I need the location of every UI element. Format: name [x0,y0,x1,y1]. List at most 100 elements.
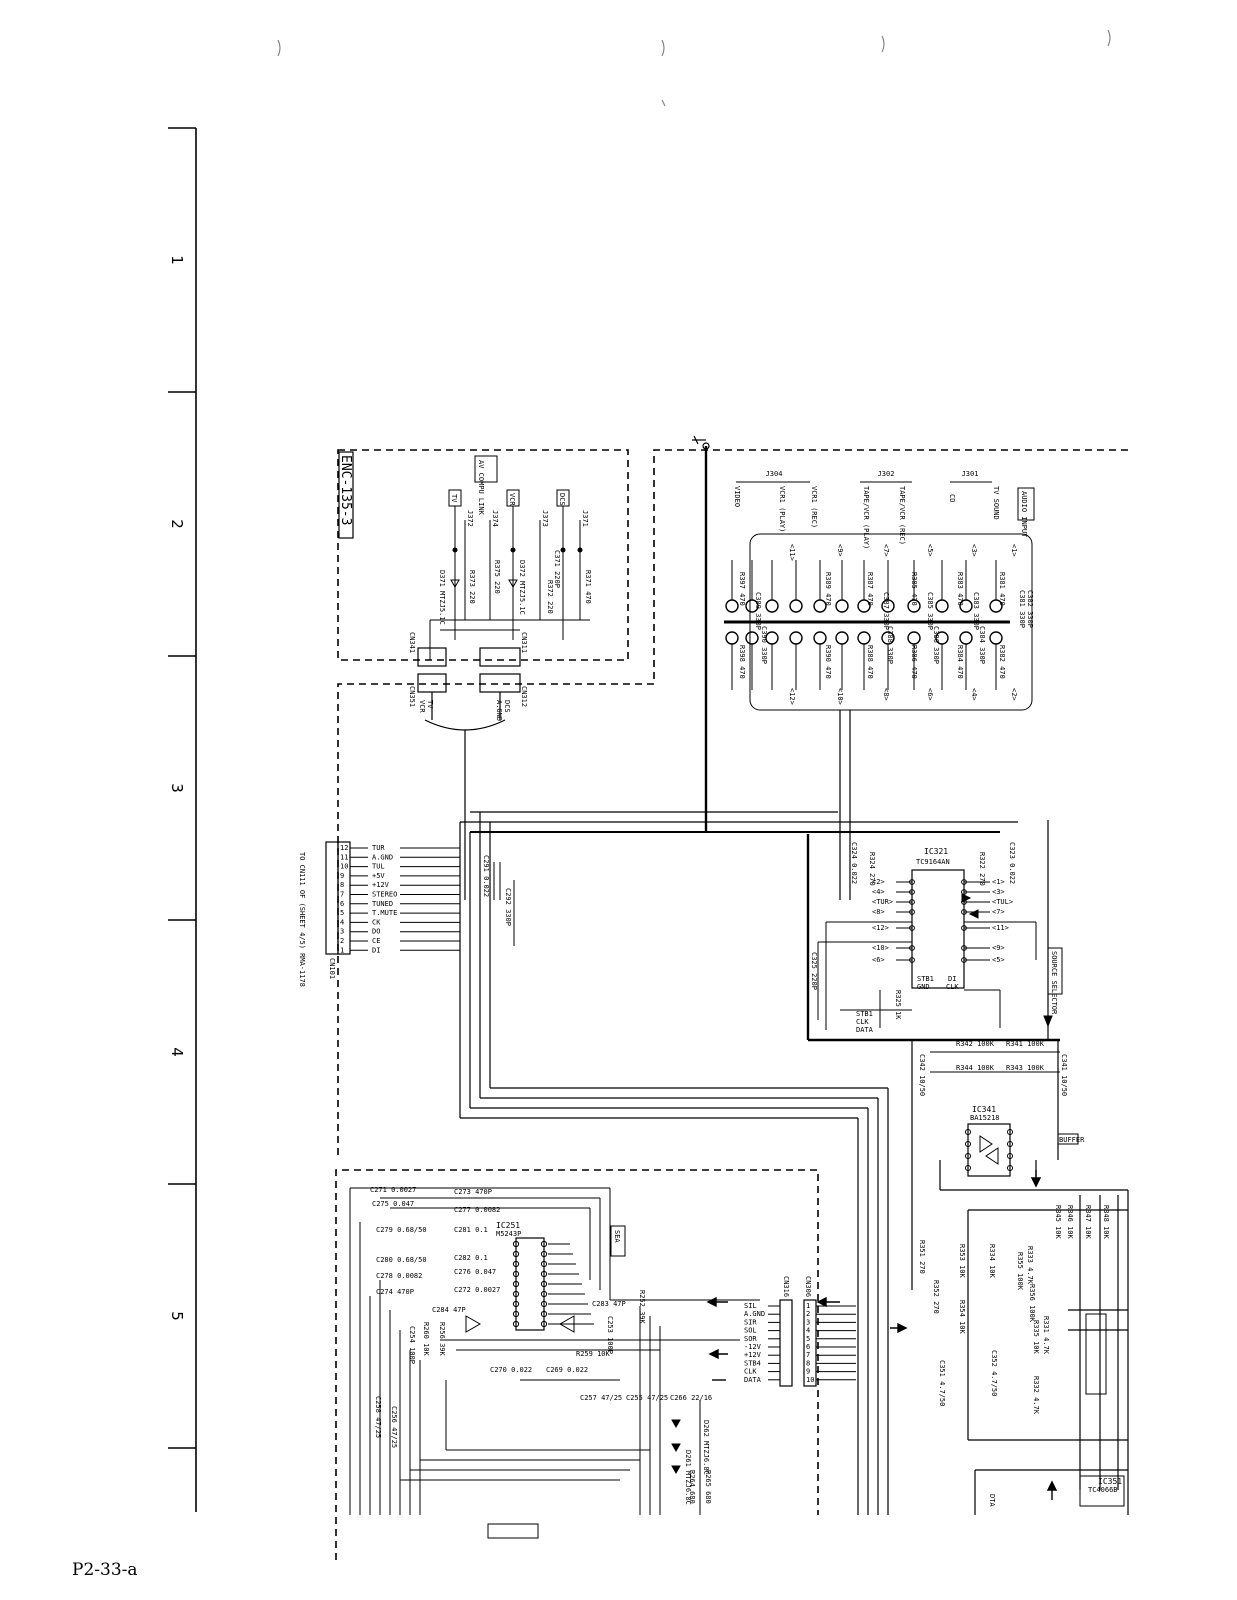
cn306-pin-number: 10 [806,1376,814,1384]
jack-group-j301: J301 [962,470,979,478]
audio-channel-bottom: <2> [1010,688,1018,701]
ic321-left-pin [909,945,915,951]
jack-j304-video: VIDEO [733,486,741,507]
ic251-d262: D262 MTZJ6.8C [702,1420,710,1475]
cn101-note: TO CN111 OF (SHEET 4/5) RMA-1178 [298,852,306,987]
ic321-pin-stb1: STB1 [917,975,934,983]
ic251-pins [512,1240,594,1328]
cn101-pin-number: 4 [340,918,344,926]
jack-bottom-10 [745,631,759,645]
cn306-signal: +12V [744,1351,762,1359]
cn306-signal: SOR [744,1335,757,1343]
audio-channel-bottom: <8> [882,688,890,701]
ic251-ref: IC251 [496,1221,520,1230]
ic321-right-input: <9> [992,944,1005,952]
av-jack-ref-j372: J372 [466,510,474,527]
ic251-left-pin [512,1270,520,1278]
ic251-right-pin [540,1280,548,1288]
ic251-left-pin [512,1260,520,1268]
audio-c389: C389 330P [754,592,762,630]
ic321-c323: C323 0.022 [1008,842,1016,884]
ic321-right-pin [961,925,967,931]
jack-bottom-7 [813,631,827,645]
cn101-pin-number: 5 [340,909,344,917]
ic251-cap: C266 22/16 [670,1394,712,1402]
cn101-signal: DI [372,946,380,954]
jack-j301-tv-sound: TV SOUND [992,486,1000,520]
ic251-cap: C284 47P [432,1306,466,1314]
audio-r388: R388 470 [866,645,874,679]
av-c371: C371 220P [553,550,561,588]
ic251-cap: C258 47/25 [374,1396,382,1438]
cn306-connector: CN306 CN316 1SIL2A.GND3SIR4SOL5SOR6-12V7… [706,1276,908,1387]
cn101-ref: CN101 [328,958,336,979]
ic251-right-pin [540,1260,548,1268]
ic321-r322: R322 270 [978,852,986,886]
jack-group-j304: J304 [766,470,783,478]
cn101-pin-number: 2 [340,937,344,945]
grid-row-4: 4 [168,1047,186,1057]
ic251-cap: C281 0.1 [454,1226,488,1234]
av-r372: R372 220 [546,580,554,614]
cn101-pin-number: 3 [340,928,344,936]
grid-row-3: 3 [168,783,186,793]
ctl-clk: CLK [856,1018,869,1026]
ic321-source-selector: IC321 TC9164AN SOURCE SELECTOR <2><4><TU… [810,842,1063,1034]
audio-r386: R386 470 [910,645,918,679]
cn306-signal: SOL [744,1327,757,1335]
ic251-cap: C275 0.047 [372,1200,414,1208]
ic321-left-input: <12> [872,924,889,932]
ic251-cap: C274 470P [376,1288,414,1296]
cn306-signal: CLK [744,1368,757,1376]
cn351-label: CN351 [408,686,416,707]
ic321-right-pin [961,957,967,963]
ic251-cap: C254 100P [408,1326,416,1364]
audio-c383: C383 330P [972,592,980,630]
ic321-r325: R325 1K [894,990,902,1020]
cn101-pin-number: 9 [340,872,344,880]
right-part-label: R331 4.7K [1042,1316,1050,1355]
ic321-pin-clk: CLK [946,983,959,991]
ic251-left-pin [512,1310,520,1318]
right-part-label: R352 270 [932,1280,940,1314]
right-part-label: R345 10K [1054,1205,1062,1240]
cn101-pin-number: 6 [340,900,344,908]
ic321-block: SOURCE SELECTOR [1050,951,1058,1015]
audio-channel-bottom: <6> [926,688,934,701]
jack-bottom-1 [959,631,973,645]
ic321-left-input: <TUR> [872,898,893,906]
jack-top-6 [835,599,849,613]
cn101-signal: CK [372,918,381,926]
audio-c390: C390 330P [760,626,768,664]
ic251-cap: C279 0.68/50 [376,1226,427,1234]
jack-j304-play: VCR1 (PLAY) [778,486,786,532]
cn312-label: CN312 [520,686,528,707]
ic251-cap: C282 0.1 [454,1254,488,1262]
audio-channel-top: <9> [836,544,844,557]
audio-channel-top: <5> [926,544,934,557]
grid-row-1: 1 [168,255,186,265]
ic321-right-pin [961,945,967,951]
cn101-pin-number: 7 [340,891,344,899]
ic321-r324: R324 270 [868,852,876,886]
audio-input-label: AUDIO INPUT [1020,491,1028,538]
ic321-left-pin [909,909,915,915]
audio-channel-top: <7> [882,544,890,557]
jack-group-j302: J302 [878,470,895,478]
ic321-left-input: <4> [872,888,885,896]
ic321-c325: C325 220P [810,952,818,990]
ic251-left-pin [512,1290,520,1298]
cn306-pin-number: 3 [806,1318,810,1326]
ic321-right-input: <3> [992,888,1005,896]
audio-input-section: AUDIO INPUT J301 TV SOUND CD J302 TAPE/V… [724,470,1035,711]
ic251-left-pin [512,1240,520,1248]
cn306-pin-number: 1 [806,1302,810,1310]
ic251-r260: R260 10K [422,1322,430,1357]
grid-row-2: 2 [168,519,186,529]
cn101-pin-number: 11 [340,853,348,861]
grid-row-labels: 1 2 3 4 5 [168,255,186,1321]
cn101-signal: TUNED [372,900,393,908]
right-part-label: R333 4.7K [1026,1246,1034,1285]
